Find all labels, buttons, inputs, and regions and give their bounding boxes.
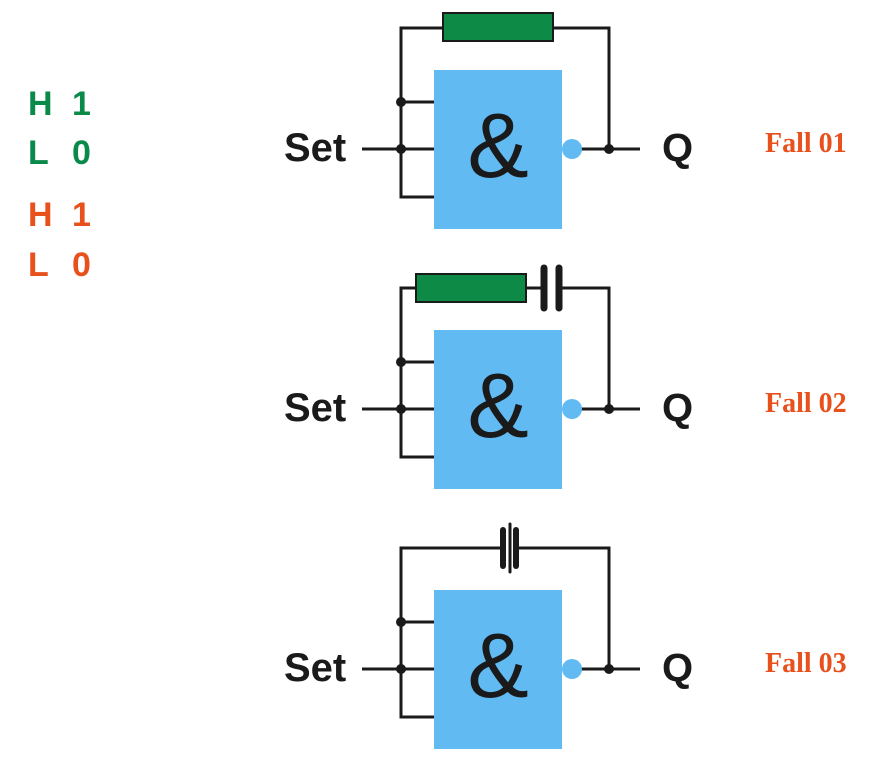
q-label: Q (662, 646, 694, 690)
feedback-wire-left (399, 26, 443, 102)
inverter-bubble (562, 399, 582, 419)
set-label: Set (284, 646, 347, 690)
and-gate (434, 330, 562, 489)
legend-level: H (28, 196, 53, 234)
feedback-wire-right (553, 26, 611, 149)
legend-level: L (28, 246, 49, 284)
legend-level: H (28, 85, 53, 123)
resistor-icon (442, 12, 554, 42)
resistor-icon (415, 273, 527, 303)
circuit-diagram (362, 264, 640, 489)
and-gate (434, 70, 562, 229)
q-label: Q (662, 126, 694, 170)
capacitor-icon (540, 264, 563, 312)
legend-value: 1 (72, 85, 91, 123)
junction-dot (396, 617, 406, 627)
feedback-wire-right (560, 286, 611, 409)
circuit-diagram (362, 522, 640, 749)
junction-dot (604, 144, 614, 154)
capacitor-icon (500, 522, 519, 574)
junction-dot (396, 664, 406, 674)
junction-dot (604, 664, 614, 674)
gate-symbol: & (467, 95, 529, 197)
junction-dot (396, 97, 406, 107)
legend-value: 0 (72, 246, 91, 284)
case-label: Fall 01 (765, 128, 847, 159)
case-label: Fall 03 (765, 648, 847, 679)
circuit-fall-03: & Set Q Fall 03 (0, 520, 890, 780)
feedback-wire-left (399, 546, 500, 622)
circuit-fall-01: & Set Q Fall 01 (0, 0, 890, 260)
legend-value: 0 (72, 134, 91, 172)
circuit-fall-02: & Set Q Fall 02 (0, 260, 890, 520)
gate-symbol: & (467, 615, 529, 717)
circuit-diagram (362, 12, 640, 229)
feedback-wire-right (518, 546, 611, 669)
legend-level: L (28, 134, 49, 172)
case-label: Fall 02 (765, 388, 847, 419)
q-label: Q (662, 386, 694, 430)
junction-dot (396, 144, 406, 154)
legend-value: 1 (72, 196, 91, 234)
gate-symbol: & (467, 355, 529, 457)
inverter-bubble (562, 659, 582, 679)
inverter-bubble (562, 139, 582, 159)
feedback-wire-left (399, 286, 416, 362)
junction-dot (396, 357, 406, 367)
junction-dot (396, 404, 406, 414)
junction-dot (604, 404, 614, 414)
set-label: Set (284, 386, 347, 430)
and-gate (434, 590, 562, 749)
set-label: Set (284, 126, 347, 170)
